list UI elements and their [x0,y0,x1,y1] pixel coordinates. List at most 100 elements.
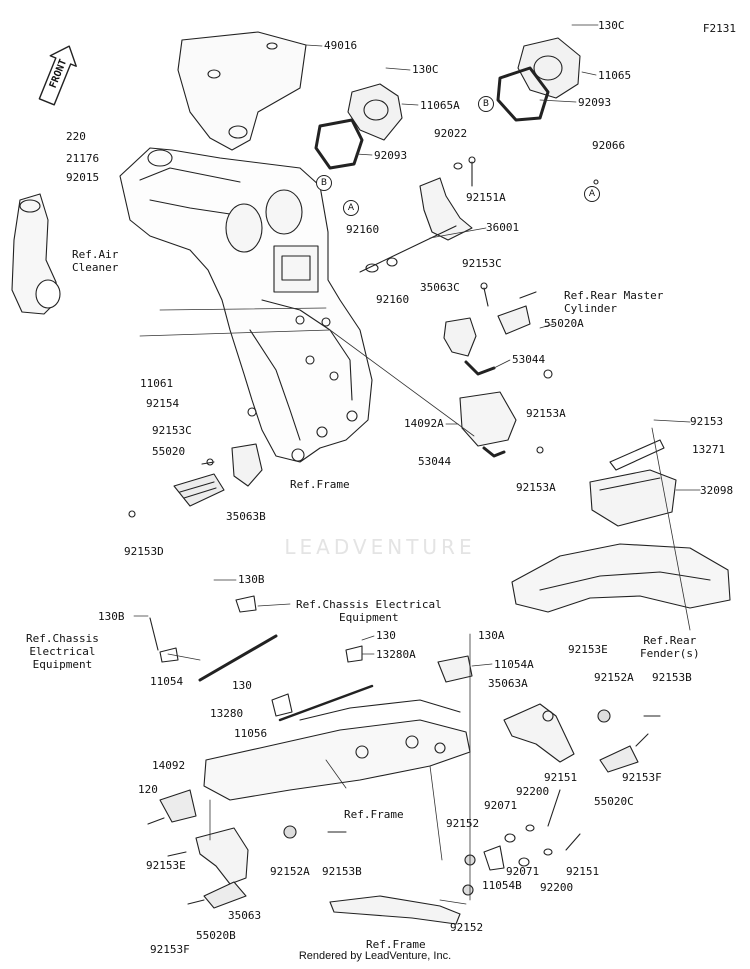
part-label[interactable]: 92160 [376,293,410,306]
part-label[interactable]: 92153C [152,424,192,437]
part-label[interactable]: 13271 [692,443,726,456]
part-label[interactable]: 14092 [152,759,186,772]
part-label[interactable]: 92093 [374,149,408,162]
part-label[interactable]: 92022 [434,127,468,140]
part-label[interactable]: 92153B [652,671,692,684]
part-label[interactable]: 92153F [622,771,662,784]
cover-14092 [159,789,197,823]
part-label[interactable]: 55020A [544,317,584,330]
part-label[interactable]: 130 [376,629,396,642]
part-label[interactable]: 130A [478,629,505,642]
part-label[interactable]: 92151 [544,771,578,784]
footrest-55020 [173,473,225,507]
part-label[interactable]: 92152A [270,865,310,878]
part-label[interactable]: 92153E [146,859,186,872]
part-label[interactable]: 55020C [594,795,634,808]
part-label[interactable]: 92093 [578,96,612,109]
part-label[interactable]: 130C [412,63,439,76]
part-label[interactable]: 11061 [140,377,174,390]
part-label[interactable]: 36001 [486,221,520,234]
strap-13271 [609,439,665,471]
bracket-35063A [503,703,575,763]
part-label[interactable]: 53044 [418,455,452,468]
part-label[interactable]: 92200 [540,881,574,894]
seal-92093-mid [314,118,364,170]
part-label[interactable]: 92153C [462,257,502,270]
hose-53044-b [482,446,506,458]
part-label[interactable]: 55020 [152,445,186,458]
cover-49016 [177,31,307,151]
part-label[interactable]: 120 [138,783,158,796]
part-label[interactable]: 11065 [598,69,632,82]
part-label[interactable]: 13280A [376,648,416,661]
part-label[interactable]: 49016 [324,39,358,52]
cover-hole [228,125,248,139]
clamp-13280A [345,645,363,663]
ref-rear-master-cylinder[interactable]: Ref.Rear Master Cylinder [564,289,664,315]
part-label[interactable]: 92200 [516,785,550,798]
part-label[interactable]: 92153D [124,545,164,558]
part-label[interactable]: 11054A [494,658,534,671]
ref-frame-bottom[interactable]: Ref.Frame [366,938,426,951]
grab-bar [329,895,461,925]
cover-14092A [459,391,517,447]
part-label[interactable]: 130C [598,19,625,32]
ref-chassis-electrical-right[interactable]: Ref.Chassis Electrical Equipment [296,598,442,624]
callout-a-mid: A [343,200,359,216]
part-label[interactable]: 92153E [568,643,608,656]
rear-fender [511,543,731,613]
part-label[interactable]: 11056 [234,727,268,740]
subframe-11056 [203,719,471,801]
part-label[interactable]: 11054B [482,879,522,892]
part-label[interactable]: 92154 [146,397,180,410]
part-label[interactable]: 14092A [404,417,444,430]
duct-11065A [347,83,403,141]
bracket-35063 [195,827,249,885]
part-label[interactable]: 130B [238,573,265,586]
rod-11056 [278,684,374,722]
part-label[interactable]: 11054 [150,675,184,688]
part-label[interactable]: 92153 [690,415,724,428]
part-label[interactable]: 11065A [420,99,460,112]
bracket-11054A [437,655,473,683]
part-label[interactable]: 35063 [228,909,262,922]
part-label[interactable]: 53044 [512,353,546,366]
part-label[interactable]: 55020B [196,929,236,942]
ref-frame-mid[interactable]: Ref.Frame [344,808,404,821]
part-label[interactable]: 92151A [466,191,506,204]
part-label[interactable]: 92015 [66,171,100,184]
hose-53044-a [464,360,496,376]
part-label[interactable]: 35063A [488,677,528,690]
bolt-92160 [359,225,457,273]
part-label[interactable]: 92153B [322,865,362,878]
part-label[interactable]: 92160 [346,223,380,236]
part-label[interactable]: 92071 [506,865,540,878]
part-label[interactable]: 35063C [420,281,460,294]
part-label[interactable]: 92066 [592,139,626,152]
part-label[interactable]: 92152 [450,921,484,934]
bracket-35063C [443,317,477,357]
part-label[interactable]: 35063B [226,510,266,523]
callout-b-top: B [478,96,494,112]
part-label[interactable]: 92151 [566,865,600,878]
bracket-35063B [231,443,263,487]
part-label[interactable]: 13280 [210,707,244,720]
part-label[interactable]: 92153F [150,943,190,956]
ref-chassis-electrical-left[interactable]: Ref.Chassis Electrical Equipment [26,632,99,671]
part-label[interactable]: 130B [98,610,125,623]
part-label[interactable]: 220 [66,130,86,143]
ref-air-cleaner[interactable]: Ref.Air Cleaner [72,248,119,274]
part-label[interactable]: 130 [232,679,252,692]
part-label[interactable]: 92071 [484,799,518,812]
part-label[interactable]: 92153A [516,481,556,494]
part-label[interactable]: 92153A [526,407,566,420]
part-label[interactable]: 92152A [594,671,634,684]
part-label[interactable]: 32098 [700,484,734,497]
ref-rear-fender[interactable]: Ref.Rear Fender(s) [640,634,700,660]
ref-frame-top[interactable]: Ref.Frame [290,478,350,491]
part-label[interactable]: 92152 [446,817,480,830]
bracket-36001 [419,177,473,241]
part-label[interactable]: 21176 [66,152,100,165]
